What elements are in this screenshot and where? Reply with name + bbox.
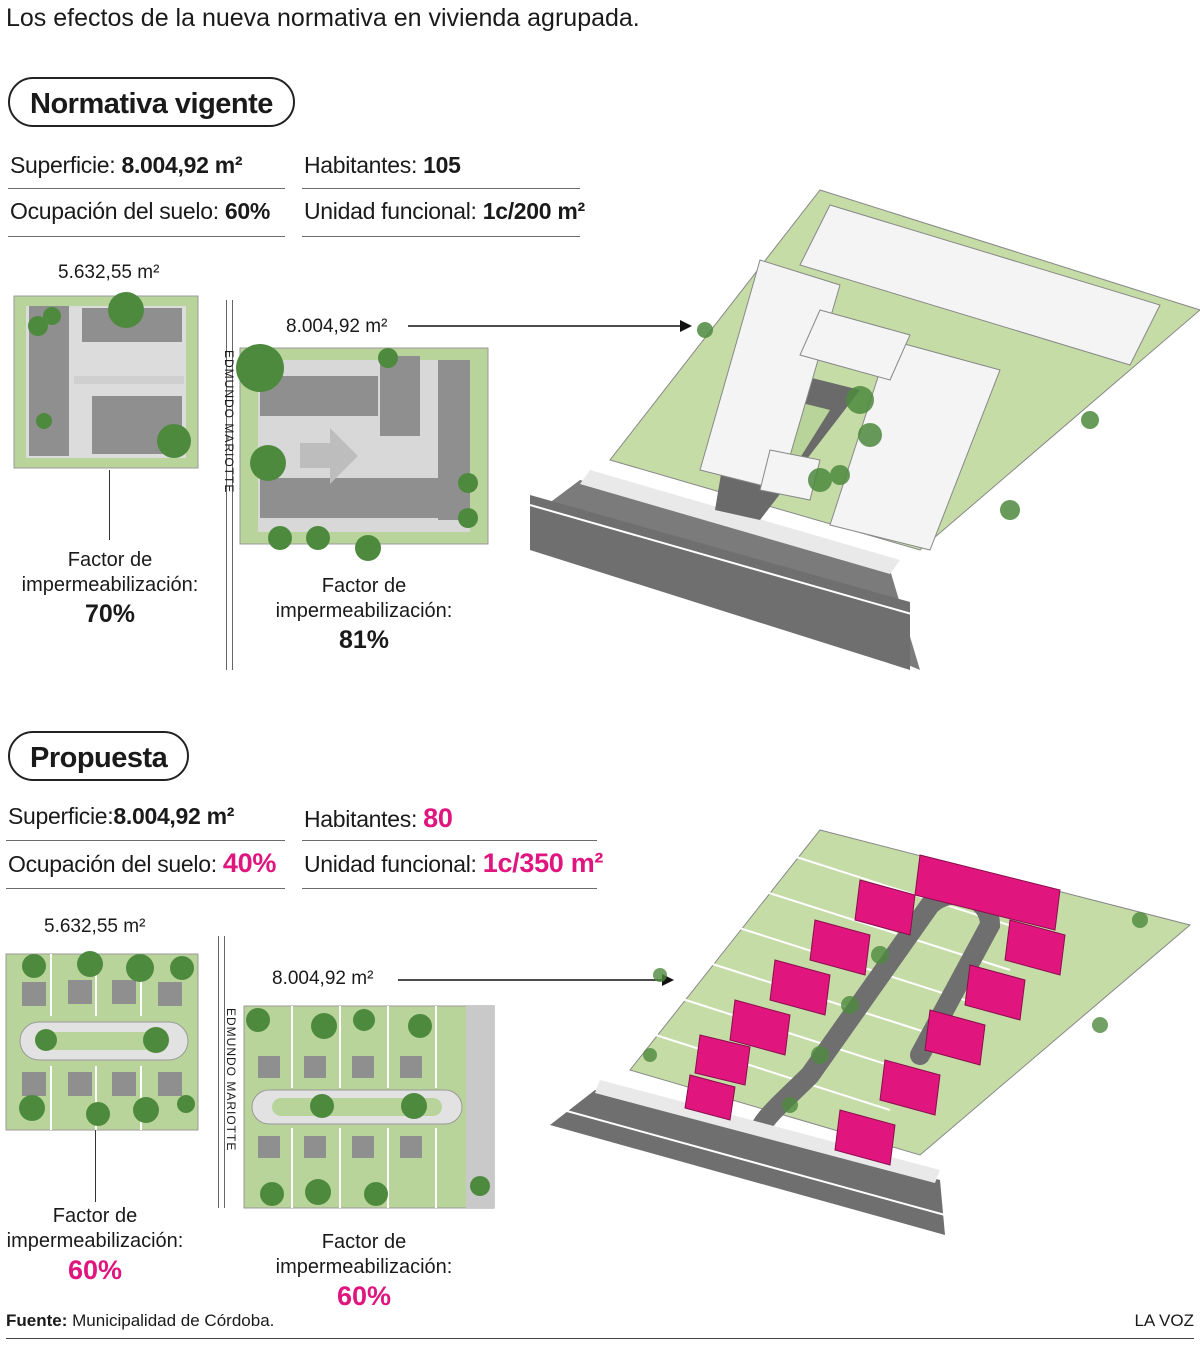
street-edge xyxy=(226,300,227,670)
current-ocupacion: Ocupación del suelo: 60% xyxy=(10,198,270,225)
proposal-unidad-label: Unidad funcional: xyxy=(304,851,477,877)
street-edge xyxy=(224,936,225,1208)
divider xyxy=(6,840,285,841)
current-small-site-plan xyxy=(13,292,199,469)
divider xyxy=(302,188,580,189)
current-superficie-value: 8.004,92 m² xyxy=(121,152,243,178)
leader-line xyxy=(95,1130,96,1202)
current-habitantes: Habitantes: 105 xyxy=(304,152,461,179)
proposal-large-area: 8.004,92 m² xyxy=(272,968,374,989)
current-large-site-plan xyxy=(236,344,489,561)
proposal-large-factor: Factor de impermeabilización: 60% xyxy=(232,1230,496,1311)
current-ocupacion-label: Ocupación del suelo: xyxy=(10,198,219,224)
proposal-unidad-value: 1c/350 m² xyxy=(482,848,604,878)
current-small-factor: Factor de impermeabilización: 70% xyxy=(12,548,208,627)
current-large-factor-value: 81% xyxy=(338,626,390,654)
arrow-to-3d-current xyxy=(408,320,692,332)
proposal-small-site-plan xyxy=(5,951,199,1131)
leader-line xyxy=(109,470,110,540)
divider xyxy=(302,236,580,237)
proposal-large-site-plan xyxy=(243,1005,495,1209)
current-large-factor-label: Factor de impermeabilización: xyxy=(275,575,453,622)
proposal-ocupacion-value: 40% xyxy=(222,848,277,878)
section-title-current: Normativa vigente xyxy=(8,77,295,127)
current-large-area: 8.004,92 m² xyxy=(286,316,388,337)
current-street-label: EDMUNDO MARIOTTE xyxy=(222,350,236,494)
proposal-large-factor-label: Factor de impermeabilización: xyxy=(275,1231,453,1278)
footer-source-label: Fuente: xyxy=(6,1311,68,1330)
proposal-small-factor-label: Factor de impermeabilización: xyxy=(6,1205,184,1252)
proposal-small-factor-value: 60% xyxy=(67,1255,123,1285)
footer-source: Fuente: Municipalidad de Córdoba. xyxy=(6,1311,274,1331)
divider xyxy=(302,840,597,841)
proposal-small-area: 5.632,55 m² xyxy=(44,916,146,937)
section-title-proposal: Propuesta xyxy=(8,731,190,781)
current-small-factor-value: 70% xyxy=(84,600,136,628)
street-edge xyxy=(232,300,233,670)
proposal-unidad: Unidad funcional: 1c/350 m² xyxy=(304,848,603,879)
proposal-large-factor-value: 60% xyxy=(336,1281,392,1311)
divider xyxy=(302,888,597,889)
proposal-superficie: Superficie:8.004,92 m² xyxy=(8,803,234,830)
footer-rule xyxy=(6,1338,1194,1339)
current-superficie: Superficie: 8.004,92 m² xyxy=(10,152,243,179)
current-habitantes-value: 105 xyxy=(423,152,461,178)
proposal-ocupacion-label: Ocupación del suelo: xyxy=(8,851,217,877)
divider xyxy=(8,236,285,237)
current-isometric-view xyxy=(529,189,1200,670)
footer-source-value: Municipalidad de Córdoba. xyxy=(72,1311,275,1330)
current-habitantes-label: Habitantes: xyxy=(304,152,418,178)
divider xyxy=(6,888,285,889)
current-unidad-value: 1c/200 m² xyxy=(482,198,585,224)
proposal-superficie-value: 8.004,92 m² xyxy=(113,803,235,829)
street-edge xyxy=(218,936,219,1208)
proposal-ocupacion: Ocupación del suelo: 40% xyxy=(8,848,276,879)
proposal-street-label: EDMUNDO MARIOTTE xyxy=(224,1008,238,1152)
headline: Los efectos de la nueva normativa en viv… xyxy=(6,4,640,32)
current-unidad-label: Unidad funcional: xyxy=(304,198,477,224)
current-large-factor: Factor de impermeabilización: 81% xyxy=(232,574,496,653)
proposal-superficie-label: Superficie: xyxy=(8,803,114,829)
footer-brand: LA VOZ xyxy=(1134,1311,1194,1330)
proposal-habitantes-value: 80 xyxy=(423,803,453,833)
proposal-habitantes: Habitantes: 80 xyxy=(304,803,453,834)
current-ocupacion-value: 60% xyxy=(224,198,271,224)
divider xyxy=(8,188,285,189)
current-small-area: 5.632,55 m² xyxy=(58,262,160,283)
current-unidad: Unidad funcional: 1c/200 m² xyxy=(304,198,585,225)
proposal-small-factor: Factor de impermeabilización: 60% xyxy=(0,1204,190,1285)
current-small-factor-label: Factor de impermeabilización: xyxy=(21,549,199,596)
proposal-habitantes-label: Habitantes: xyxy=(304,806,418,832)
current-superficie-label: Superficie: xyxy=(10,152,116,178)
proposal-isometric-view xyxy=(544,829,1192,1235)
